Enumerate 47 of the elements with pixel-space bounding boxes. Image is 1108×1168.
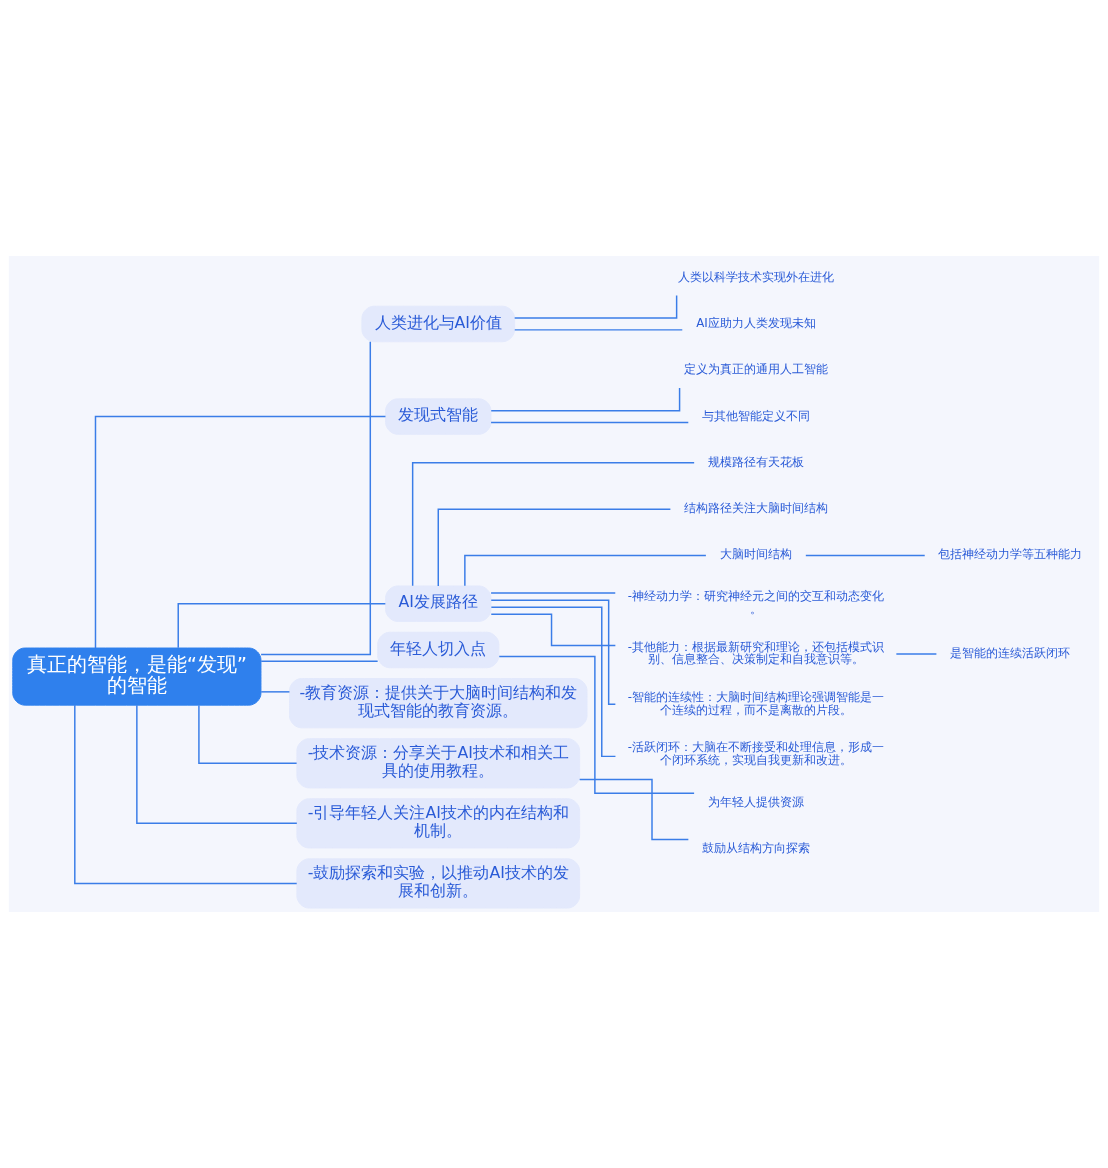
connector bbox=[411, 462, 695, 587]
node-box: -鼓励探索和实验，以推动AI技术的发展和创新。 bbox=[296, 858, 581, 909]
connector bbox=[198, 704, 298, 764]
connector bbox=[498, 655, 695, 795]
connector bbox=[94, 415, 387, 649]
node-text: -智能的连续性：大脑时间结构理论强调智能是一个连续的过程，而不是离散的片段。 bbox=[627, 689, 885, 717]
connector bbox=[490, 421, 690, 424]
node-text: 定义为真正的通用人工智能 bbox=[683, 362, 828, 377]
connector bbox=[437, 508, 672, 587]
connector bbox=[895, 653, 938, 655]
connector bbox=[74, 704, 298, 885]
node-text: 人类以科学技术实现外在进化 bbox=[677, 269, 834, 284]
connector bbox=[578, 778, 690, 841]
node-box: -技术资源：分享关于AI技术和相关工具的使用教程。 bbox=[296, 738, 581, 789]
node-box: 人类进化与AI价值 bbox=[361, 305, 516, 343]
node-box: AI发展路径 bbox=[385, 585, 492, 622]
connector bbox=[805, 554, 926, 557]
node-text: AI应助力人类发现未知 bbox=[696, 316, 816, 331]
connector bbox=[490, 592, 616, 594]
node-text: 与其他智能定义不同 bbox=[701, 408, 810, 423]
connector bbox=[490, 613, 617, 647]
connector bbox=[490, 387, 681, 412]
node-box: 真正的智能，是能“发现”的智能 bbox=[12, 647, 262, 706]
node-text: 大脑时间结构 bbox=[719, 547, 792, 562]
node-text: 规模路径有天花板 bbox=[707, 454, 804, 469]
connector bbox=[260, 660, 379, 662]
connector bbox=[490, 606, 617, 758]
node-box: -引导年轻人关注AI技术的内在结构和机制。 bbox=[296, 798, 581, 849]
connector bbox=[513, 294, 678, 319]
node-text: -活跃闭环：大脑在不断接受和处理信息，形成一个闭环系统，实现自我更新和改进。 bbox=[627, 740, 885, 767]
node-box: 发现式智能 bbox=[385, 398, 492, 435]
connector bbox=[464, 554, 707, 587]
connector bbox=[514, 329, 683, 331]
node-text: 包括神经动力学等五种能力 bbox=[938, 547, 1083, 562]
node-text: 是智能的连续活跃闭环 bbox=[950, 645, 1071, 660]
connector bbox=[260, 691, 291, 693]
connector bbox=[260, 341, 372, 656]
node-box: 年轻人切入点 bbox=[377, 631, 500, 669]
node-text: -其他能力：根据最新研究和理论，还包括模式识别、信息整合、决策制定和自我意识等。 bbox=[627, 639, 885, 667]
node-text: 为年轻人提供资源 bbox=[707, 794, 804, 809]
connector bbox=[136, 704, 298, 825]
connector bbox=[490, 599, 617, 705]
node-text: 结构路径关注大脑时间结构 bbox=[683, 501, 828, 516]
connector bbox=[177, 602, 387, 649]
node-text: -神经动力学：研究神经元之间的交互和动态变化。 bbox=[627, 589, 885, 617]
node-text: 鼓励从结构方向探索 bbox=[701, 841, 810, 856]
node-box: -教育资源：提供关于大脑时间结构和发现式智能的教育资源。 bbox=[289, 678, 588, 729]
